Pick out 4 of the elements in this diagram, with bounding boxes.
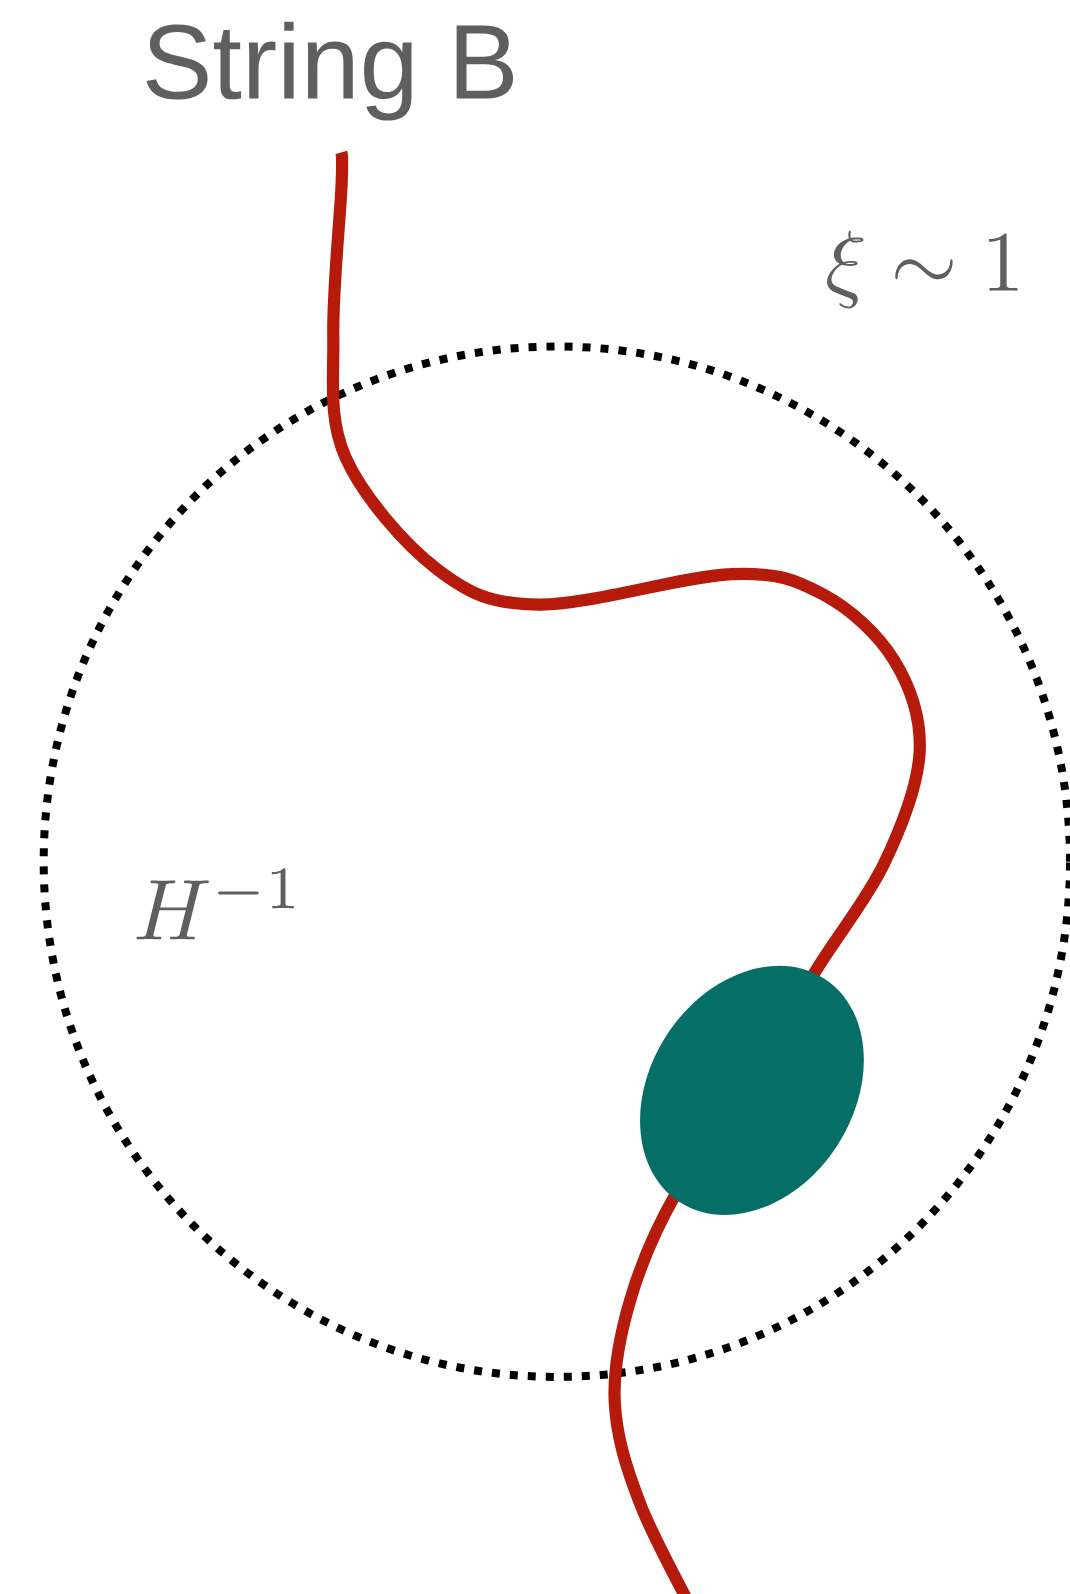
blob	[640, 965, 864, 1215]
formula: $H^{-1}$	[136, 868, 294, 940]
label: String B	[146, 21, 514, 121]
formula: $\xi \sim 1$	[827, 230, 1018, 309]
